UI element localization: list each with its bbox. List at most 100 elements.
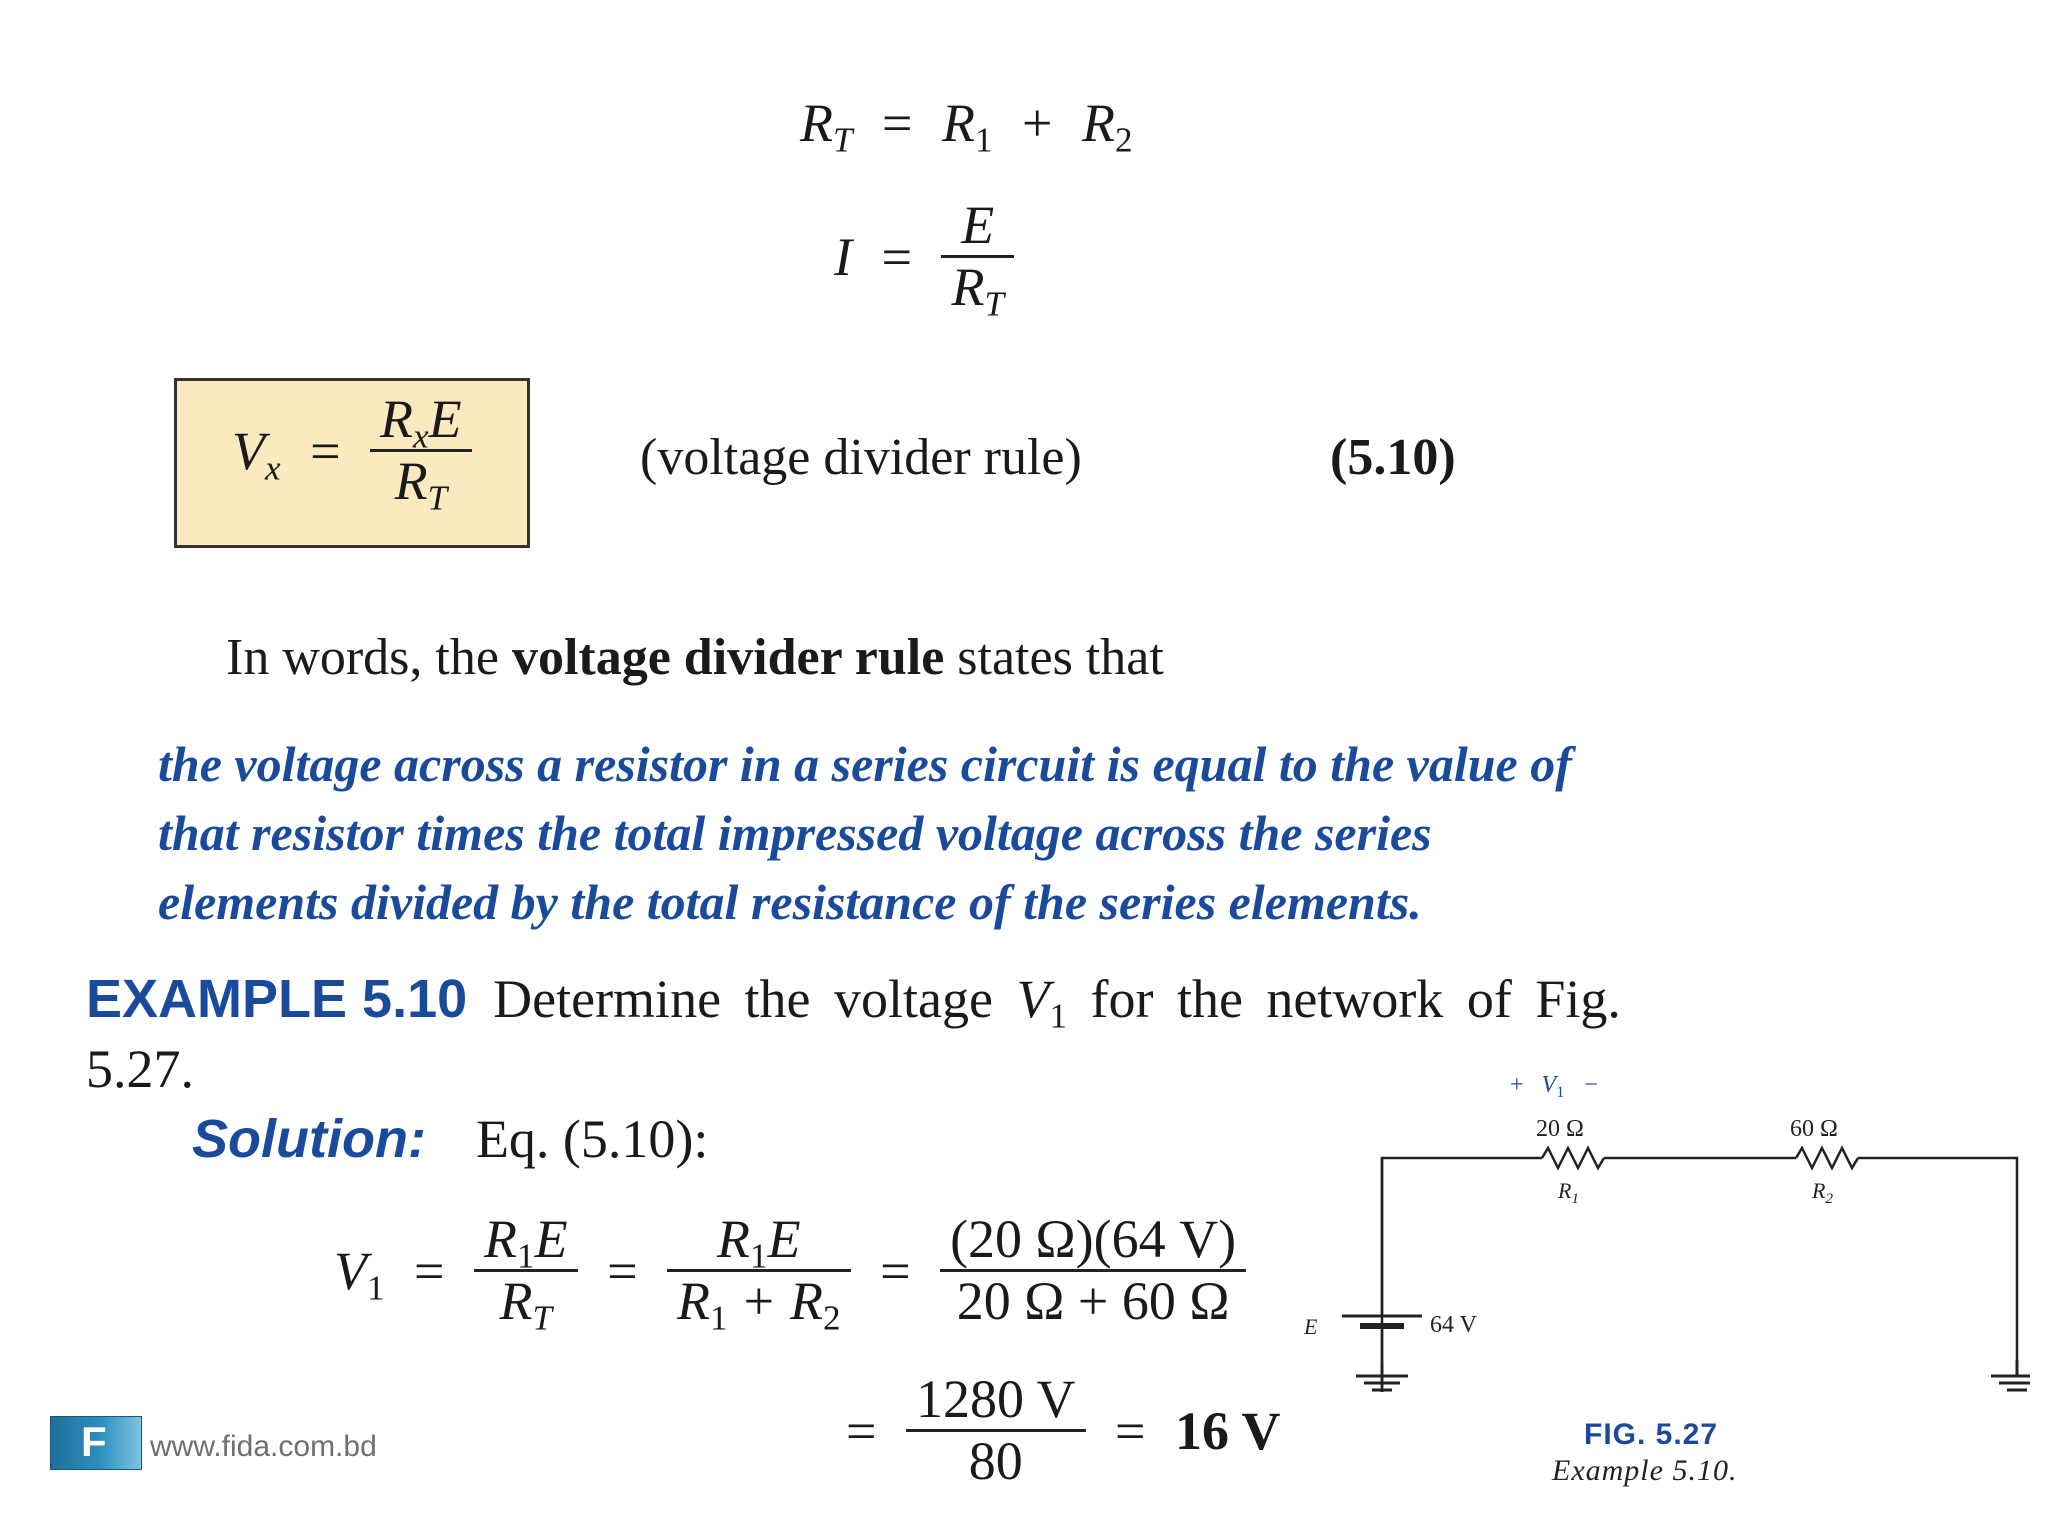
equation-current: I = E RT bbox=[834, 195, 1014, 322]
r2-resistor-symbol bbox=[1794, 1145, 1860, 1171]
equation-voltage-divider: Vx = RxE RT bbox=[232, 389, 472, 516]
numeric-numerator: (20 Ω)(64 V) bbox=[940, 1209, 1247, 1273]
example-text-line2: 5.27. bbox=[86, 1039, 194, 1099]
example-text-post: for the network of Fig. bbox=[1067, 969, 1621, 1029]
numerator-r: R bbox=[380, 389, 414, 449]
example-statement: EXAMPLE 5.10 Determine the voltage V1 for… bbox=[86, 968, 1621, 1034]
example-variable-subscript: 1 bbox=[1049, 996, 1067, 1036]
rt-symbol: R bbox=[800, 93, 833, 153]
numerator-e: E bbox=[534, 1209, 568, 1269]
rule-line: that resistor times the total impressed … bbox=[158, 805, 1432, 861]
figure-caption-subtitle: Example 5.10. bbox=[1552, 1454, 1738, 1487]
r1-name-label: R1 bbox=[1557, 1178, 1579, 1207]
rule-statement: the voltage across a resistor in a serie… bbox=[158, 730, 1572, 937]
result-numerator: 1280 V bbox=[905, 1369, 1086, 1433]
denominator-r1-subscript: 1 bbox=[710, 1298, 728, 1338]
solution-fraction-4: 1280 V 80 bbox=[905, 1369, 1086, 1492]
logo-letter: F bbox=[81, 1418, 107, 1465]
denominator-subscript: T bbox=[532, 1298, 553, 1338]
equation-number: (5.10) bbox=[1330, 429, 1456, 486]
fraction-numerator: E bbox=[941, 195, 1014, 259]
numerator-subscript: x bbox=[413, 416, 429, 456]
fraction-denominator: R bbox=[951, 257, 985, 318]
numerator-r: R bbox=[484, 1209, 518, 1269]
denominator-r: R bbox=[499, 1271, 533, 1332]
v1-subscript: 1 bbox=[1556, 1084, 1564, 1101]
denominator-r1: R bbox=[677, 1271, 711, 1332]
r2-symbol: R bbox=[1082, 93, 1115, 153]
ground-icon bbox=[1991, 1360, 2030, 1392]
vx-symbol: V bbox=[232, 420, 265, 481]
plus-sign: + bbox=[1022, 93, 1053, 153]
vx-subscript: x bbox=[265, 448, 281, 488]
r1-value-label: 20 Ω bbox=[1536, 1116, 1584, 1142]
numerator-subscript: 1 bbox=[517, 1236, 535, 1276]
vdr-fraction: RxE RT bbox=[370, 389, 472, 516]
denominator-subscript: T bbox=[427, 478, 448, 518]
result-denominator: 80 bbox=[968, 1431, 1023, 1492]
source-value-label: 64 V bbox=[1430, 1312, 1478, 1338]
voltage-divider-formula-box bbox=[174, 378, 530, 548]
r2-name-label: R2 bbox=[1811, 1178, 1833, 1207]
equals-sign: = bbox=[881, 226, 912, 287]
solution-equation: V1 = R1E RT = R1E R1+R2 = (20 Ω)(64 V) 2… bbox=[334, 1209, 1247, 1336]
v1-plus-sign: + bbox=[1510, 1072, 1524, 1098]
r1-resistor-symbol bbox=[1540, 1145, 1606, 1171]
denominator-subscript: T bbox=[984, 284, 1004, 324]
r1-subscript: 1 bbox=[974, 120, 993, 160]
rule-line: elements divided by the total resistance… bbox=[158, 874, 1422, 930]
figure-caption-title: FIG. 5.27 bbox=[1584, 1418, 1719, 1451]
circuit-diagram: + V1 − 20 Ω R1 60 Ω R2 E 64 V bbox=[1303, 1072, 2030, 1392]
equals-sign: = bbox=[310, 420, 341, 481]
example-variable: V bbox=[1016, 969, 1050, 1029]
v1-symbol: V bbox=[1542, 1072, 1559, 1098]
r1-symbol: R bbox=[941, 93, 975, 153]
current-symbol: I bbox=[834, 226, 852, 287]
equals-sign: = bbox=[880, 1240, 911, 1301]
v1-symbol: V bbox=[334, 1240, 367, 1301]
result-value: 16 V bbox=[1174, 1400, 1281, 1461]
solution-label: Solution: bbox=[192, 1109, 426, 1169]
rt-subscript: T bbox=[833, 120, 853, 160]
intro-bold-term: voltage divider rule bbox=[511, 629, 945, 686]
solution-fraction-2: R1E R1+R2 bbox=[667, 1209, 851, 1336]
ground-icon bbox=[1356, 1370, 1408, 1392]
denominator-r2-subscript: 2 bbox=[823, 1298, 841, 1338]
source-name-label: E bbox=[1303, 1314, 1318, 1339]
intro-post: states that bbox=[944, 629, 1164, 686]
numerator-subscript: 1 bbox=[750, 1236, 768, 1276]
solution-heading: Solution: Eq. (5.10): bbox=[192, 1108, 708, 1170]
equals-sign: = bbox=[1115, 1400, 1146, 1461]
r2-subscript: 2 bbox=[1115, 120, 1133, 160]
v1-subscript: 1 bbox=[367, 1268, 385, 1308]
example-text-pre: Determine the voltage bbox=[493, 969, 1017, 1029]
intro-pre: In words, the bbox=[226, 629, 512, 686]
example-title: EXAMPLE 5.10 bbox=[86, 969, 468, 1029]
circuit-wire bbox=[1858, 1156, 2019, 1360]
equation-total-resistance: RT = R1 + R2 bbox=[800, 92, 1133, 158]
solution-fraction-3: (20 Ω)(64 V) 20 Ω + 60 Ω bbox=[940, 1209, 1247, 1332]
r2-value-label: 60 Ω bbox=[1790, 1116, 1838, 1142]
solution-equation-result: = 1280 V 80 = 16 V bbox=[830, 1369, 1281, 1492]
footer-url[interactable]: www.fida.com.bd bbox=[150, 1430, 377, 1463]
current-fraction: E RT bbox=[941, 195, 1014, 322]
vdr-label: (voltage divider rule) bbox=[640, 429, 1082, 486]
numerator-e: E bbox=[767, 1209, 801, 1269]
numeric-denominator: 20 Ω + 60 Ω bbox=[956, 1271, 1230, 1332]
denominator-r2: R bbox=[790, 1271, 824, 1332]
fida-logo: F bbox=[50, 1416, 142, 1470]
equals-sign: = bbox=[607, 1240, 638, 1301]
intro-sentence: In words, the voltage divider rule state… bbox=[226, 628, 1164, 687]
numerator-r: R bbox=[717, 1209, 751, 1269]
solution-reference: Eq. (5.10): bbox=[475, 1109, 709, 1169]
numerator-e: E bbox=[428, 389, 462, 449]
v1-label: + V1 − bbox=[1510, 1072, 1598, 1103]
solution-fraction-1: R1E RT bbox=[474, 1209, 578, 1336]
v1-minus-sign: − bbox=[1584, 1072, 1598, 1098]
plus-sign: + bbox=[743, 1271, 775, 1332]
rule-line: the voltage across a resistor in a serie… bbox=[158, 736, 1572, 792]
equals-sign: = bbox=[414, 1240, 445, 1301]
denominator-r: R bbox=[394, 451, 428, 512]
equals-sign: = bbox=[882, 93, 913, 153]
equals-sign: = bbox=[846, 1400, 877, 1461]
